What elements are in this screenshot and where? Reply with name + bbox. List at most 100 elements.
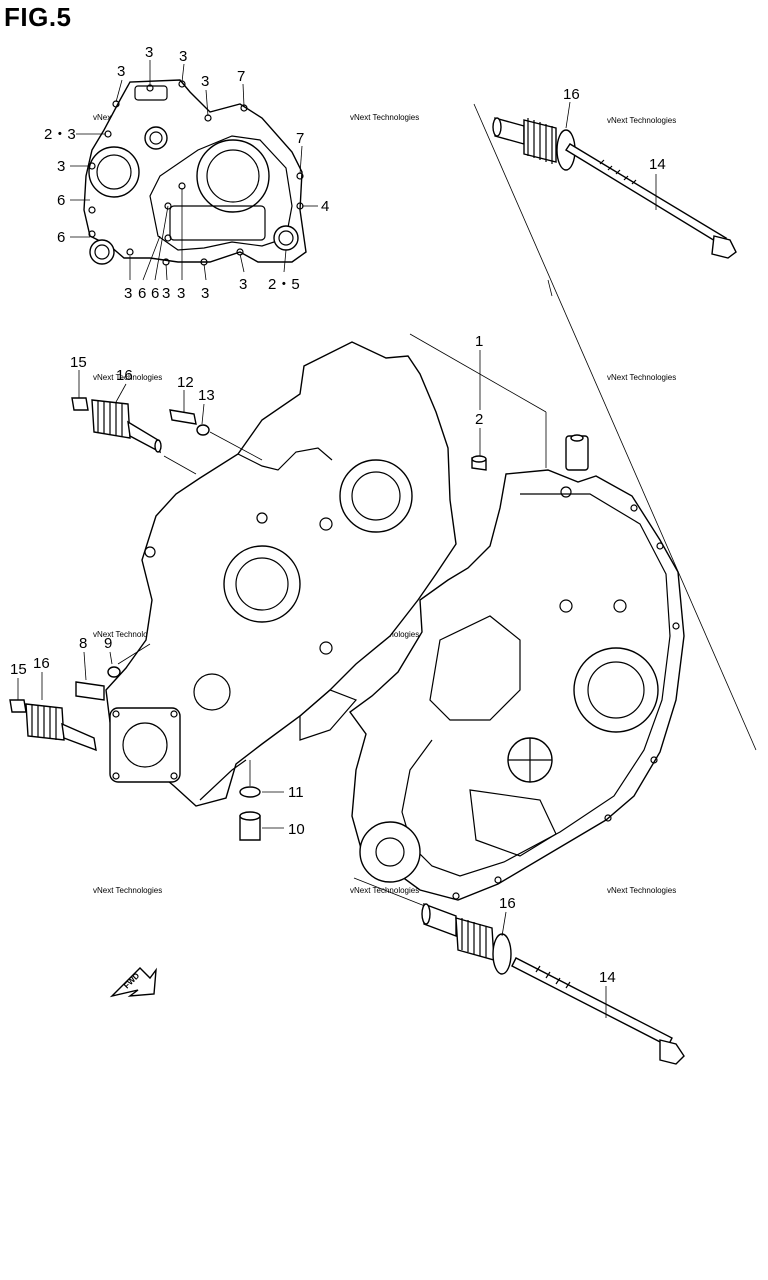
- washer-9: [107, 666, 121, 678]
- callout-label: 9: [104, 635, 113, 665]
- top-right-bolt-assembly: 16 14: [473, 86, 757, 751]
- callout-label: 6: [151, 205, 169, 302]
- callout-label: 2: [475, 411, 483, 456]
- svg-text:3: 3: [124, 285, 132, 302]
- inspection-window: [134, 85, 168, 101]
- fwd-arrow-icon: [109, 967, 157, 998]
- side-bearing-boss: [88, 146, 140, 198]
- watermark: vNext Technologies: [607, 116, 676, 125]
- svg-text:vNext Technologies: vNext Technologies: [607, 116, 676, 125]
- crankcase-right-half: [349, 333, 685, 901]
- leader-line: [409, 333, 547, 413]
- crankcase-callouts: 1 2: [471, 333, 487, 471]
- callout-label: 3: [179, 48, 187, 83]
- watermark: vNext Technologies: [93, 886, 162, 895]
- svg-text:3: 3: [162, 285, 170, 302]
- svg-text:4: 4: [321, 198, 329, 215]
- svg-text:8: 8: [79, 635, 87, 652]
- callout-label: 3: [201, 263, 209, 302]
- callout-label: 3: [145, 44, 153, 86]
- svg-text:14: 14: [649, 156, 666, 173]
- lower-left-small-parts: 15 16 8 9 11 10: [9, 635, 305, 841]
- callout-label: 4: [302, 198, 329, 215]
- callout-label: 12: [177, 374, 194, 412]
- watermark: vNext Technologies: [350, 113, 419, 122]
- svg-text:vNext Technologies: vNext Technologies: [607, 373, 676, 382]
- top-cover-callouts: 3 3 3 3 7 2・3 3 7: [44, 44, 329, 302]
- svg-text:7: 7: [237, 68, 245, 85]
- gear-16: [25, 703, 65, 741]
- callout-label: 3: [124, 256, 132, 302]
- callout-label: 2・5: [268, 249, 300, 293]
- svg-text:3: 3: [177, 285, 185, 302]
- svg-text:16: 16: [499, 895, 516, 912]
- svg-text:3: 3: [201, 285, 209, 302]
- leader-tick: [547, 279, 553, 297]
- drain-boss: [359, 821, 421, 883]
- callout-label: 3: [201, 73, 209, 117]
- plug-15: [71, 397, 89, 411]
- fwd-direction-indicator: FWD: [109, 967, 157, 998]
- svg-text:15: 15: [10, 661, 27, 678]
- svg-text:6: 6: [57, 192, 65, 209]
- washer-11: [239, 786, 261, 798]
- svg-text:3: 3: [239, 276, 247, 293]
- svg-text:6: 6: [57, 229, 65, 246]
- watermark: vNext Technologies: [607, 886, 676, 895]
- svg-text:vNext Technologies: vNext Technologies: [93, 886, 162, 895]
- svg-text:7: 7: [296, 130, 304, 147]
- bottom-right-bolt-assembly: 16 14: [353, 877, 685, 1065]
- plug-15: [9, 699, 27, 713]
- dowel-2: [471, 455, 487, 471]
- callout-label: 15: [70, 354, 87, 398]
- bolt-8: [75, 681, 105, 701]
- svg-text:1: 1: [475, 333, 483, 350]
- callout-label: 1: [475, 333, 483, 410]
- callout-label: 14: [649, 156, 666, 210]
- svg-text:16: 16: [33, 655, 50, 672]
- svg-text:11: 11: [288, 784, 304, 801]
- svg-text:12: 12: [177, 374, 194, 391]
- callout-label: 3: [57, 158, 90, 175]
- watermark: vNext Technologies: [93, 630, 162, 639]
- main-bearing-boss: [196, 139, 270, 213]
- svg-text:3: 3: [57, 158, 65, 175]
- figure-title: FIG.5: [4, 2, 72, 32]
- cylinder-flange: [109, 707, 181, 783]
- upper-bearing-boss: [339, 459, 413, 533]
- callout-label: 10: [262, 821, 305, 838]
- callout-label: 15: [10, 661, 27, 700]
- long-bolt-14: [511, 957, 673, 1047]
- callout-label: 6: [57, 229, 90, 246]
- top-cover-detail: [83, 79, 307, 266]
- callout-label: 16: [33, 655, 50, 700]
- svg-text:3: 3: [201, 73, 209, 90]
- callout-label: 7: [237, 68, 245, 107]
- svg-text:vNext Technologies: vNext Technologies: [93, 630, 162, 639]
- svg-text:13: 13: [198, 387, 215, 404]
- callout-label: 11: [262, 784, 304, 801]
- svg-text:3: 3: [179, 48, 187, 65]
- watermark: vNext Technologies: [607, 373, 676, 382]
- svg-text:vNext Technologies: vNext Technologies: [350, 113, 419, 122]
- svg-text:9: 9: [104, 635, 112, 652]
- svg-text:2・5: 2・5: [268, 276, 300, 293]
- washer-13: [196, 424, 210, 436]
- callout-label: 6: [57, 192, 90, 209]
- callout-label: 14: [599, 969, 616, 1018]
- svg-text:14: 14: [599, 969, 616, 986]
- svg-text:6: 6: [138, 285, 146, 302]
- long-bolt-14: [565, 143, 728, 245]
- leader-line: [473, 103, 757, 751]
- svg-text:15: 15: [70, 354, 87, 371]
- svg-text:2: 2: [475, 411, 483, 428]
- upper-left-small-parts: 15 16 12 13: [70, 354, 263, 475]
- callout-label: 16: [499, 895, 516, 937]
- callout-label: 3: [115, 63, 125, 103]
- svg-text:16: 16: [116, 367, 133, 384]
- callout-label: 3: [239, 253, 247, 293]
- callout-label: 16: [115, 367, 133, 403]
- svg-text:vNext Technologies: vNext Technologies: [93, 373, 162, 382]
- callout-label: 8: [79, 635, 87, 681]
